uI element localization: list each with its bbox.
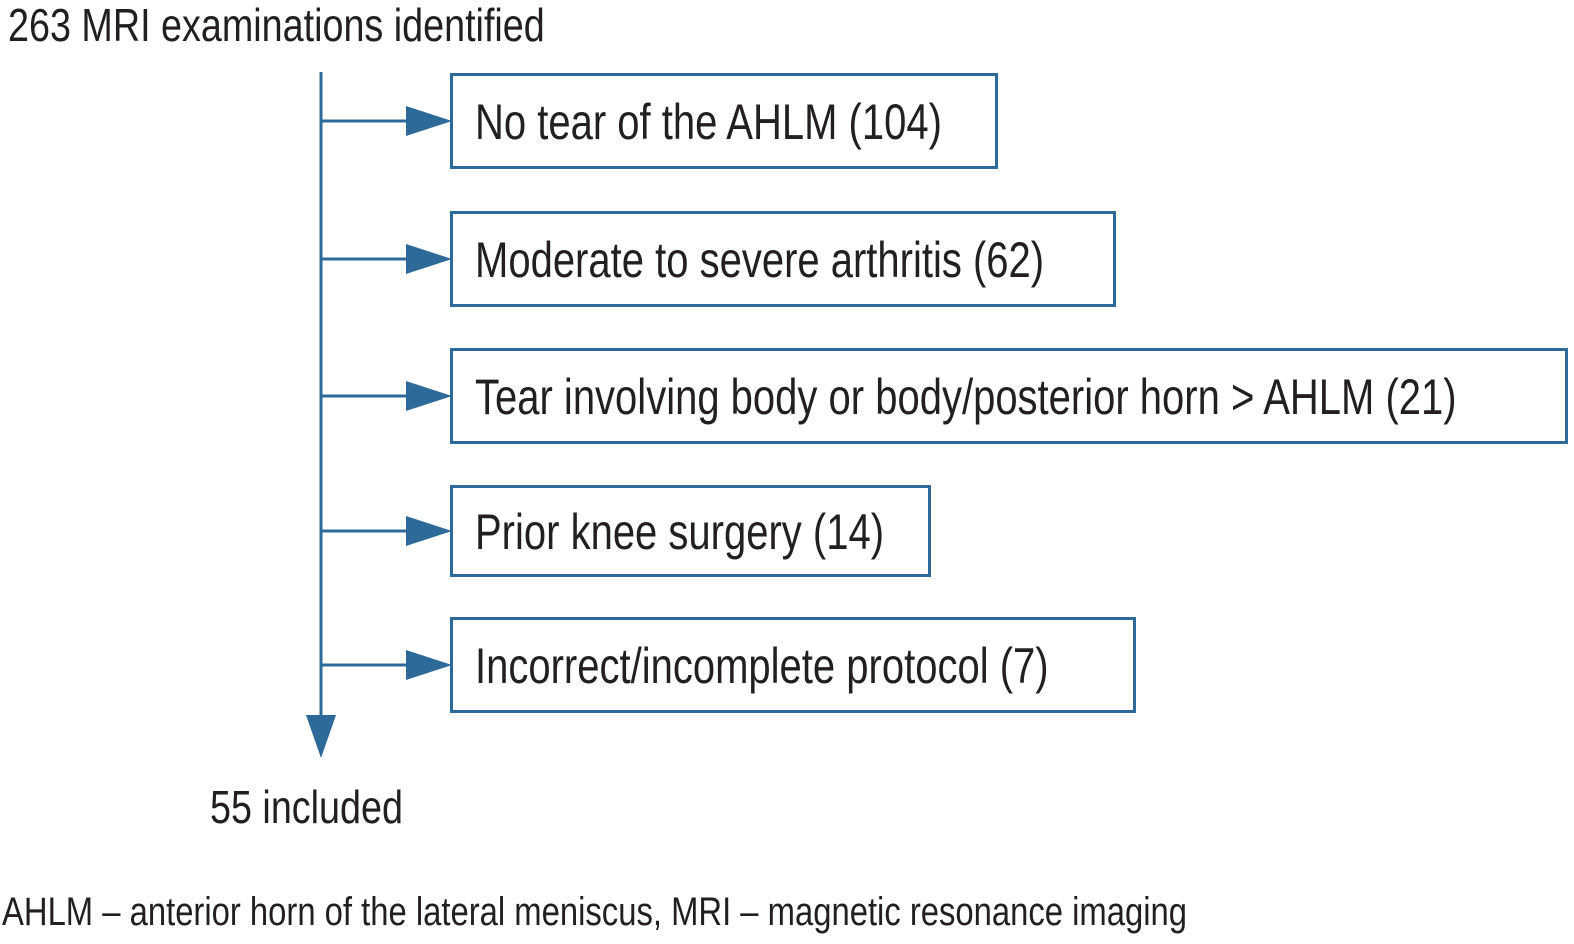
main-flow-arrowhead (306, 715, 336, 758)
exclusion-box-protocol: Incorrect/incomplete protocol (7) (450, 617, 1136, 713)
branch-arrowhead-5 (406, 650, 452, 680)
exclusion-box-no-tear: No tear of the AHLM (104) (450, 73, 998, 169)
start-label: 263 MRI examinations identified (8, 0, 545, 51)
exclusion-label: Incorrect/incomplete protocol (7) (475, 638, 1049, 694)
branch-arrowhead-1 (406, 106, 452, 136)
end-label: 55 included (210, 781, 403, 833)
branch-arrowhead-4 (406, 516, 452, 546)
exclusion-box-arthritis: Moderate to severe arthritis (62) (450, 211, 1116, 307)
exclusion-box-prior-surgery: Prior knee surgery (14) (450, 485, 931, 577)
exclusion-label: Prior knee surgery (14) (475, 504, 885, 560)
branch-arrowhead-3 (406, 381, 452, 411)
exclusion-label: Moderate to severe arthritis (62) (475, 232, 1045, 288)
branch-arrowhead-2 (406, 244, 452, 274)
exclusion-box-body-tear: Tear involving body or body/posterior ho… (450, 348, 1568, 444)
exclusion-label: Tear involving body or body/posterior ho… (475, 369, 1457, 425)
exclusion-label: No tear of the AHLM (104) (475, 94, 942, 150)
footnote: AHLM – anterior horn of the lateral meni… (2, 890, 1188, 934)
